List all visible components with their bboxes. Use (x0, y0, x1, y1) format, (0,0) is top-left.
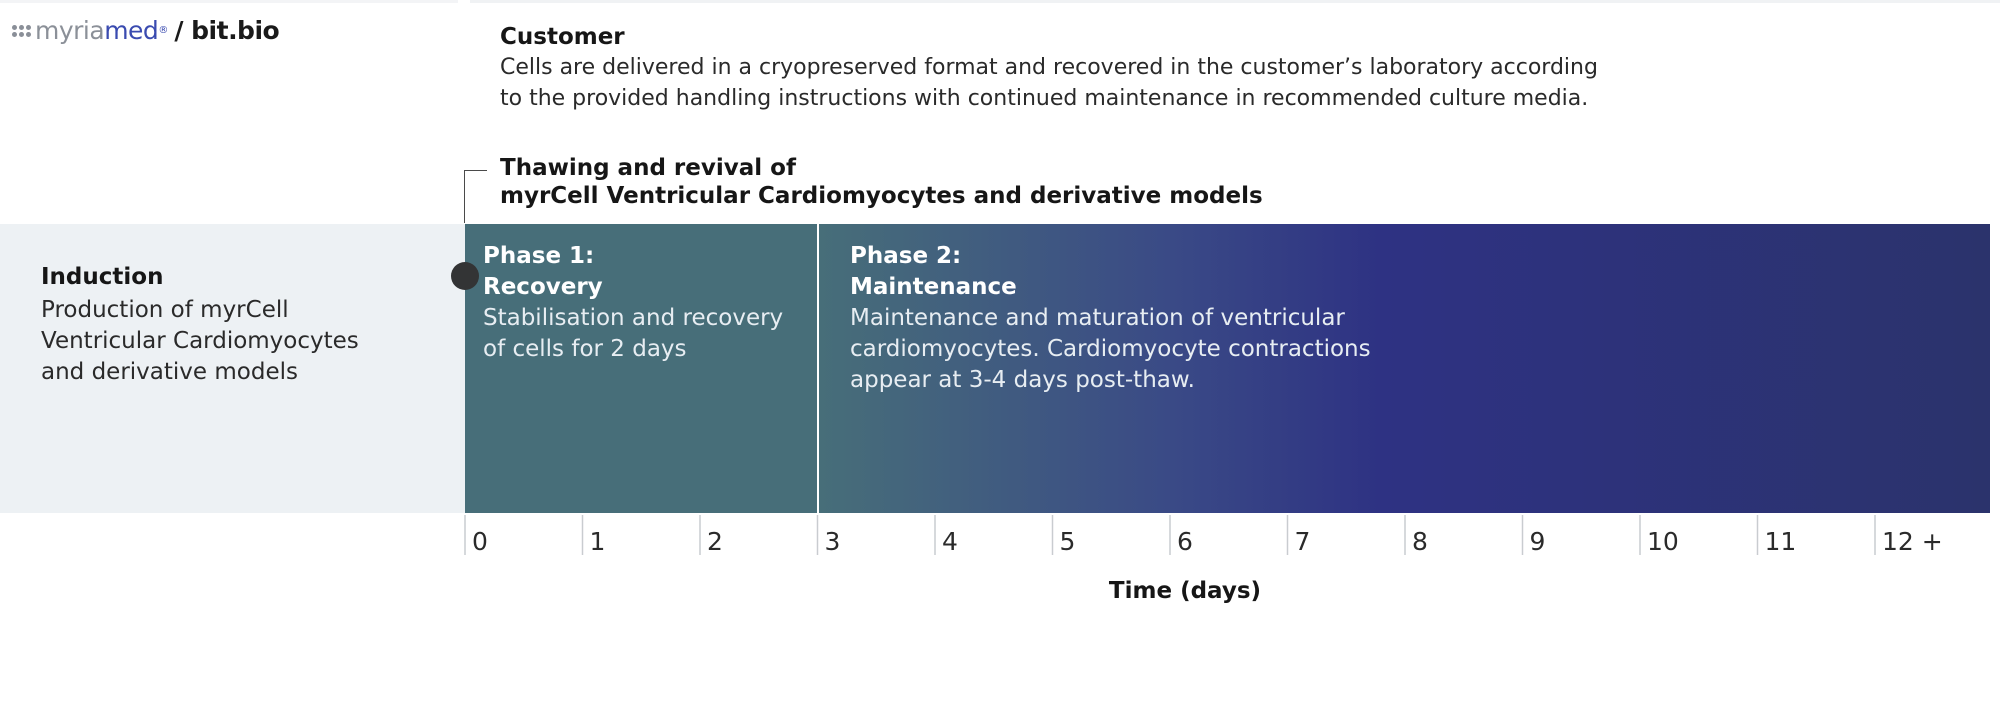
phase-1-block (465, 224, 817, 513)
phase-2-name: Maintenance (850, 274, 1017, 300)
axis-tick-label-10: 10 (1647, 527, 1679, 556)
phase-1-text: Phase 1: Recovery Stabilisation and reco… (483, 241, 803, 365)
day-zero-marker-dot (451, 262, 479, 290)
induction-description: Production of myrCell Ventricular Cardio… (41, 295, 371, 388)
top-rule-left (0, 0, 458, 3)
axis-tick-label-7: 7 (1295, 527, 1311, 556)
axis-tick-label-8: 8 (1412, 527, 1428, 556)
thawing-line-1: Thawing and revival of (500, 155, 796, 181)
logo-text-myria: myria (35, 16, 105, 45)
phase-1-desc-line-1: Stabilisation and recovery (483, 305, 784, 331)
thawing-line-2: myrCell Ventricular Cardiomyocytes and d… (500, 183, 1263, 209)
phase-1-name: Recovery (483, 274, 603, 300)
axis-tick-label-5: 5 (1060, 527, 1076, 556)
thawing-heading: Thawing and revival of myrCell Ventricul… (500, 154, 1263, 210)
induction-panel (0, 224, 465, 513)
phase-2-label: Phase 2: (850, 243, 962, 269)
phase-2-desc-line-2: cardiomyocytes. Cardiomyocyte contractio… (850, 336, 1371, 362)
logo-registered-mark: ® (158, 25, 169, 36)
phase-2-desc-line-3: appear at 3-4 days post-thaw. (850, 367, 1195, 393)
logo-text-bitbio: / bit.bio (174, 16, 280, 45)
top-rule-right (470, 0, 2000, 3)
time-axis: 0 1 2 3 4 5 6 7 8 9 10 11 12 + (464, 515, 1943, 556)
axis-tick-label-6: 6 (1177, 527, 1193, 556)
axis-tick-label-9: 9 (1530, 527, 1546, 556)
axis-tick-label-12: 12 + (1882, 527, 1943, 556)
axis-tick-label-2: 2 (707, 527, 723, 556)
axis-tick-label-3: 3 (825, 527, 841, 556)
phase-1-label: Phase 1: (483, 243, 595, 269)
phase-divider (817, 224, 819, 513)
customer-title: Customer (500, 24, 625, 50)
time-axis-label: Time (days) (1108, 578, 1262, 604)
axis-tick-label-11: 11 (1765, 527, 1797, 556)
axis-tick-label-4: 4 (942, 527, 958, 556)
logo-dots-icon (12, 24, 31, 37)
phase-2-text: Phase 2: Maintenance Maintenance and mat… (850, 241, 1410, 396)
axis-tick-label-0: 0 (472, 527, 488, 556)
phase-2-desc-line-1: Maintenance and maturation of ventricula… (850, 305, 1345, 331)
customer-line-1: Cells are delivered in a cryopreserved f… (500, 55, 1598, 80)
logo-text-med: med (104, 16, 159, 45)
phase-1-desc-line-2: of cells for 2 days (483, 336, 687, 362)
induction-line-2: Ventricular Cardiomyocytes (41, 328, 359, 354)
axis-tick-label-1: 1 (590, 527, 606, 556)
phase-2-block (819, 224, 1990, 513)
customer-line-2: to the provided handling instructions wi… (500, 86, 1589, 111)
induction-line-3: and derivative models (41, 359, 298, 385)
thawing-bracket-connector (464, 170, 487, 223)
customer-section: Customer Cells are delivered in a cryopr… (500, 22, 1640, 114)
customer-description: Cells are delivered in a cryopreserved f… (500, 52, 1640, 114)
induction-line-1: Production of myrCell (41, 297, 289, 323)
induction-title: Induction (41, 264, 164, 290)
